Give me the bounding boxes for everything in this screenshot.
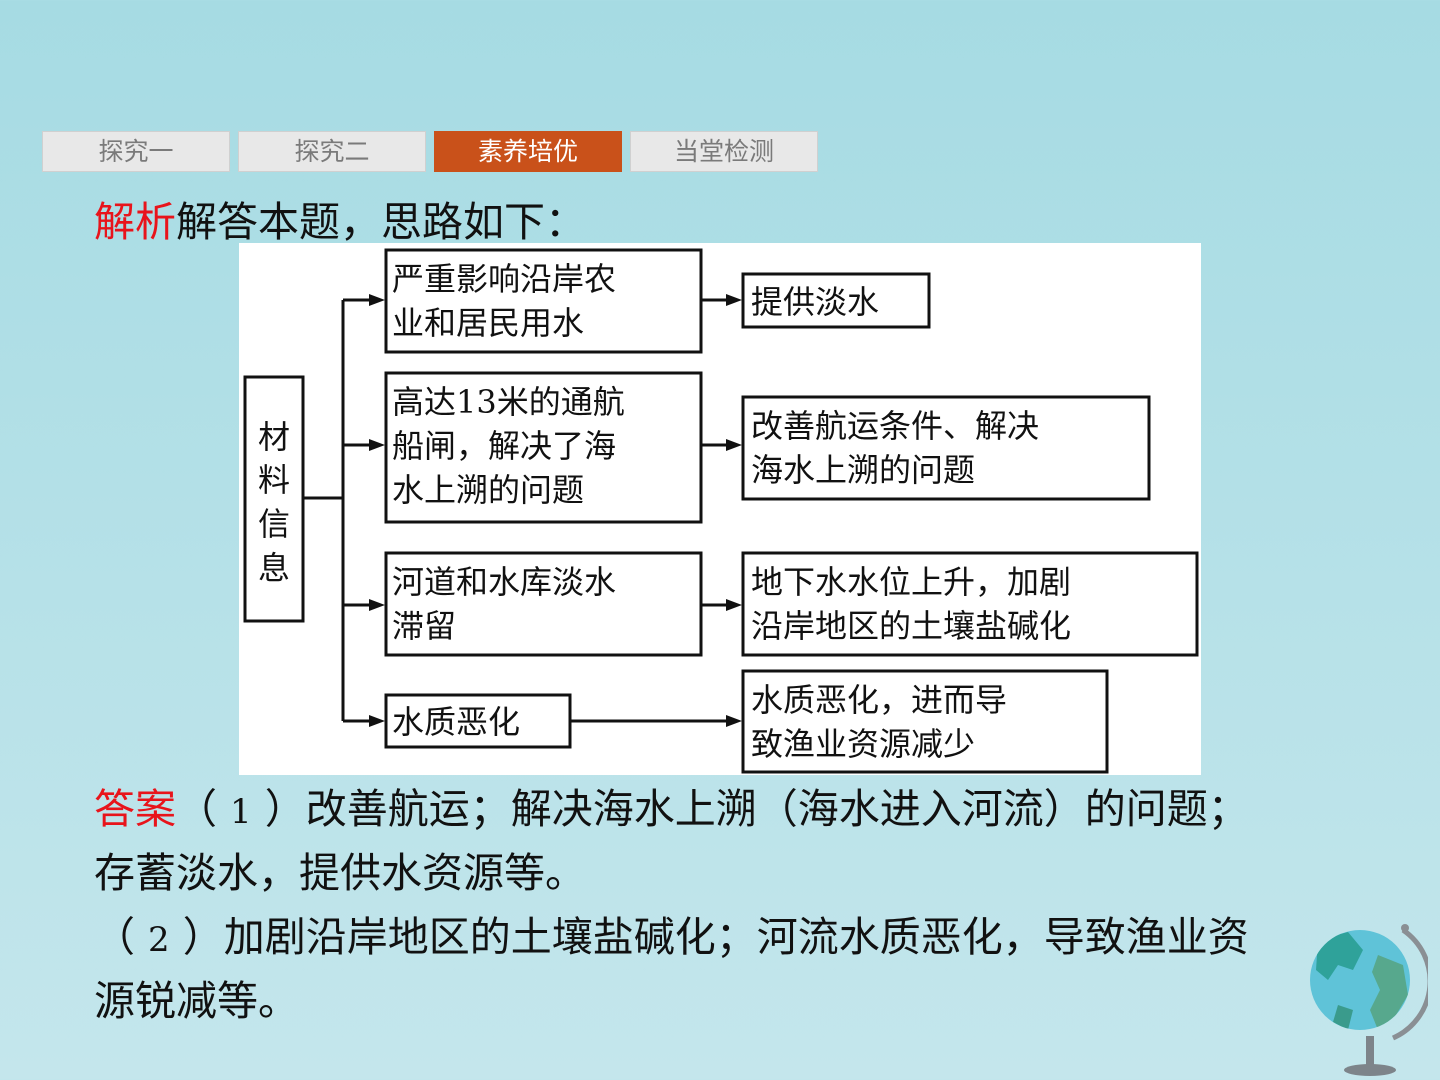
result-1-line-1: 提供淡水 [751,283,879,321]
result-4-line-2: 致渔业资源减少 [751,725,975,763]
root-char-4: 息 [258,549,290,587]
result-3-line-1: 地下水水位上升，加剧 [751,563,1071,601]
info-2-line-2: 船闸，解决了海 [392,427,616,465]
root-char-3: 信 [258,505,290,543]
tab-class-check[interactable]: 当堂检测 [630,131,818,172]
info-3-line-2: 滞留 [392,607,456,645]
answer-label: 答案 [94,785,176,833]
info-3-line-1: 河道和水库淡水 [392,563,616,601]
result-3-line-2: 沿岸地区的土壤盐碱化 [751,607,1071,645]
result-2-line-2: 海水上溯的问题 [751,451,975,489]
info-2-line-1: 高达13米的通航 [392,383,625,421]
result-box-4: 水质恶化，进而导 致渔业资源减少 [741,669,1109,774]
flow-diagram: 材 料 信 息 严重影响沿岸农 业和居民用水 [239,243,1201,775]
info-box-3: 河道和水库淡水 滞留 [384,551,703,657]
analysis-label: 解析 [94,198,176,246]
info-1-line-1: 严重影响沿岸农 [392,260,616,298]
answer-paren-close-1: ） [251,785,306,833]
answer-part2-number: 2 [148,920,170,960]
answer-line-1: 答案（ 1 ）改善航运；解决海水上溯（海水进入河流）的问题； [94,778,1249,843]
analysis-text: 解答本题，思路如下： [176,198,586,246]
tab-explore-2[interactable]: 探究二 [238,131,426,172]
arrow-1 [701,294,742,306]
answer-paren-open-2: （ [94,913,149,961]
answer-line-2: 存蓄淡水，提供水资源等。 [94,842,586,904]
tab-literacy[interactable]: 素养培优 [434,131,622,172]
answer-paren-open-1: （ [176,785,231,833]
info-box-1: 严重影响沿岸农 业和居民用水 [384,248,703,354]
analysis-line: 解析解答本题，思路如下： [94,191,586,253]
result-box-2: 改善航运条件、解决 海水上溯的问题 [741,395,1151,501]
answer-part2-line1: 加剧沿岸地区的土壤盐碱化；河流水质恶化，导致渔业资 [223,913,1249,961]
arrow-3 [701,599,742,611]
result-box-1: 提供淡水 [741,272,931,329]
info-1-line-2: 业和居民用水 [392,304,584,342]
info-box-2: 高达13米的通航 船闸，解决了海 水上溯的问题 [384,371,703,524]
section-tabs: 探究一 探究二 素养培优 当堂检测 [42,131,818,172]
result-2-line-1: 改善航运条件、解决 [751,407,1039,445]
result-4-line-1: 水质恶化，进而导 [751,681,1007,719]
arrow-2 [701,439,742,451]
answer-line-4: 源锐减等。 [94,970,299,1032]
answer-part1-line2: 存蓄淡水，提供水资源等。 [94,849,586,897]
info-2-line-3: 水上溯的问题 [392,471,584,509]
tab-explore-1[interactable]: 探究一 [42,131,230,172]
root-char-2: 料 [258,461,290,499]
answer-part2-line2: 源锐减等。 [94,977,299,1025]
info-4-line-1: 水质恶化 [392,703,520,741]
info-box-4: 水质恶化 [384,693,572,749]
root-box: 材 料 信 息 [243,375,305,623]
globe-icon [1308,910,1433,1080]
answer-line-3: （ 2 ）加剧沿岸地区的土壤盐碱化；河流水质恶化，导致渔业资 [94,906,1249,971]
arrow-4 [570,715,742,727]
flow-diagram-svg: 材 料 信 息 严重影响沿岸农 业和居民用水 [243,248,1199,774]
answer-paren-close-2: ） [169,913,224,961]
root-char-1: 材 [258,418,290,456]
answer-part1-number: 1 [230,792,252,832]
branch-connectors [303,294,385,727]
answer-part1-line1: 改善航运；解决海水上溯（海水进入河流）的问题； [305,785,1249,833]
result-box-3: 地下水水位上升，加剧 沿岸地区的土壤盐碱化 [741,551,1199,657]
